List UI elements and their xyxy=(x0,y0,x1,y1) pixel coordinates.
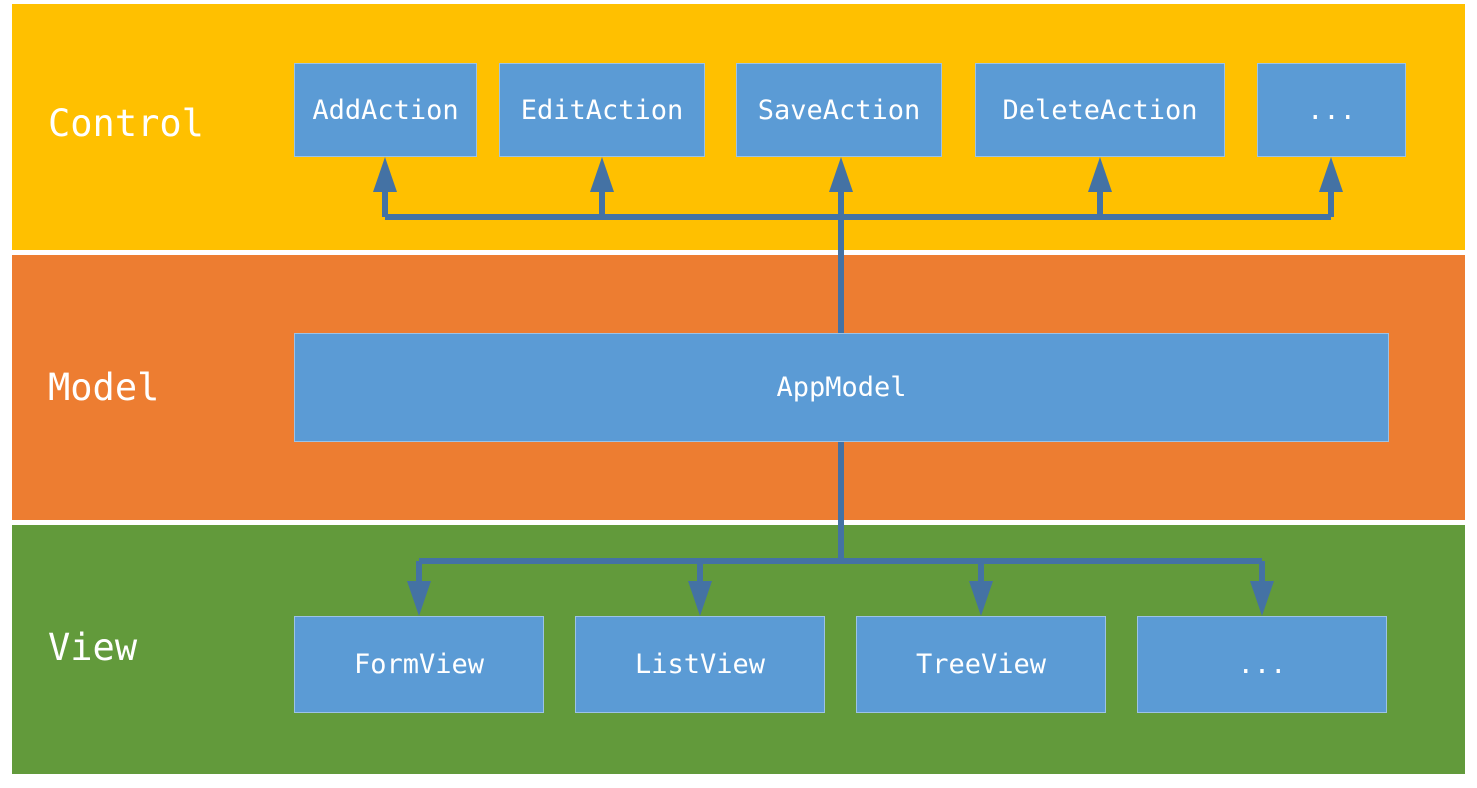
app-model-box: AppModel xyxy=(294,333,1389,442)
list-view-box: ListView xyxy=(575,616,825,713)
arrowhead-save-action xyxy=(829,157,853,192)
more-views-box: ... xyxy=(1137,616,1387,713)
arrowhead-add-action xyxy=(373,157,397,192)
arrowhead-form-view xyxy=(407,581,431,616)
arrowhead-more-views xyxy=(1250,581,1274,616)
more-actions-box: ... xyxy=(1257,63,1406,157)
arrowhead-tree-view xyxy=(969,581,993,616)
arrowhead-delete-action xyxy=(1088,157,1112,192)
add-action-box: AddAction xyxy=(294,63,477,157)
form-view-box: FormView xyxy=(294,616,544,713)
delete-action-box: DeleteAction xyxy=(975,63,1225,157)
edit-action-box: EditAction xyxy=(499,63,705,157)
model-layer-label: Model xyxy=(48,366,160,409)
save-action-box: SaveAction xyxy=(736,63,942,157)
control-layer-label: Control xyxy=(48,102,204,145)
arrowhead-more-actions xyxy=(1319,157,1343,192)
arrowhead-edit-action xyxy=(590,157,614,192)
arrowhead-list-view xyxy=(688,581,712,616)
view-layer-label: View xyxy=(48,626,138,669)
tree-view-box: TreeView xyxy=(856,616,1106,713)
